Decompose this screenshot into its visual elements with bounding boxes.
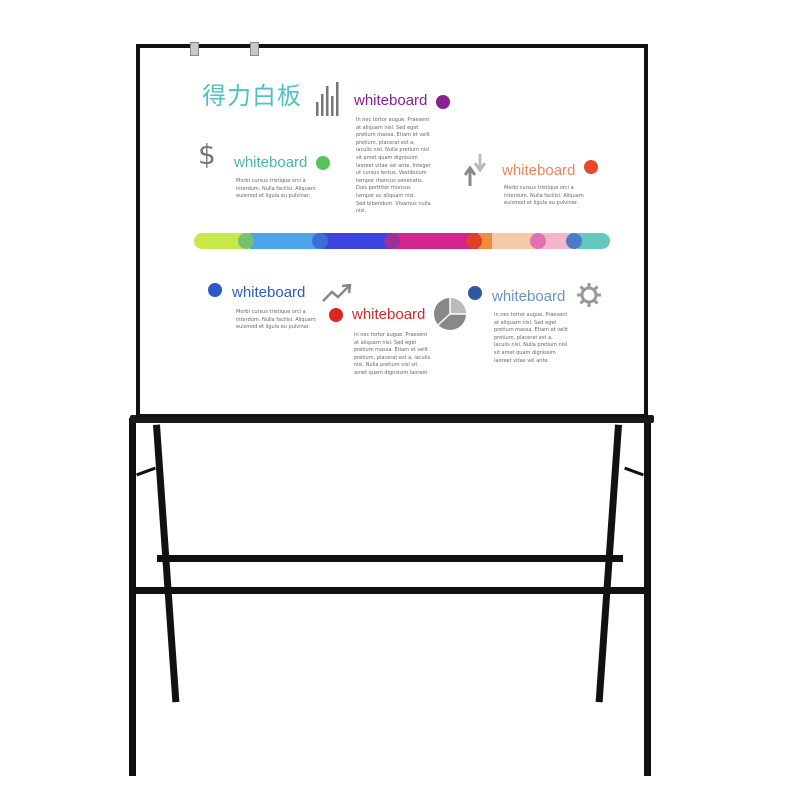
pie-chart-icon: [434, 298, 466, 330]
arrows-icon: [464, 154, 487, 186]
timeline-node: [566, 233, 582, 249]
lower-crossbar: [133, 587, 647, 594]
paper-clip: [190, 42, 199, 56]
block-text: Morbi cursus tristique orci a interdum. …: [236, 178, 316, 200]
timeline-segment: [194, 233, 250, 249]
upper-crossbar: [157, 555, 623, 562]
rear-right-leg: [595, 424, 622, 703]
block-label: whiteboard: [234, 154, 308, 171]
trend-arrow-icon: [322, 284, 352, 302]
board-title: 得力白板: [202, 82, 302, 110]
block-text: In nec tortor augue. Praesent at aliquam…: [494, 312, 568, 364]
rear-left-leg: [153, 424, 180, 703]
timeline-segment: [250, 233, 320, 249]
bar-chart-icon: [316, 82, 339, 116]
paper-clip: [250, 42, 259, 56]
block-text: In nec tortor augue. Praesent at aliquam…: [356, 117, 431, 215]
block-dot: [316, 156, 330, 170]
timeline-segment: [578, 233, 610, 249]
left-brace: [136, 466, 156, 477]
front-right-leg: [644, 418, 651, 776]
block-dot: [468, 286, 482, 300]
block-text: In nec tortor augue. Praesent at aliquam…: [354, 332, 431, 376]
front-left-leg: [129, 418, 136, 776]
block-text: Morbi cursus tristique orci a interdum. …: [504, 185, 584, 207]
timeline-node: [466, 233, 482, 249]
timeline-segment: [478, 233, 492, 249]
timeline-segment: [492, 233, 542, 249]
timeline-segment: [320, 233, 392, 249]
block-dot: [208, 283, 222, 297]
block-dot: [436, 95, 450, 109]
timeline-segment: [392, 233, 478, 249]
gear-icon: [577, 283, 601, 307]
block-text: Morbi cursus tristique orci a interdum. …: [236, 309, 316, 331]
block-label: whiteboard: [492, 288, 566, 305]
block-label: whiteboard: [352, 306, 426, 323]
block-dot: [584, 160, 598, 174]
timeline-node: [384, 233, 400, 249]
block-dot: [329, 308, 343, 322]
whiteboard-panel: 得力白板 whiteboard In nec tortor augue. Pra…: [136, 42, 648, 418]
block-label: whiteboard: [232, 284, 306, 301]
marker-tray: [130, 415, 654, 423]
right-brace: [624, 466, 644, 477]
block-label: whiteboard: [354, 92, 428, 109]
timeline-node: [238, 233, 254, 249]
color-timeline: [194, 233, 610, 249]
timeline-node: [312, 233, 328, 249]
dollar-icon: $: [198, 138, 216, 171]
timeline-node: [530, 233, 546, 249]
block-label: whiteboard: [502, 162, 576, 179]
